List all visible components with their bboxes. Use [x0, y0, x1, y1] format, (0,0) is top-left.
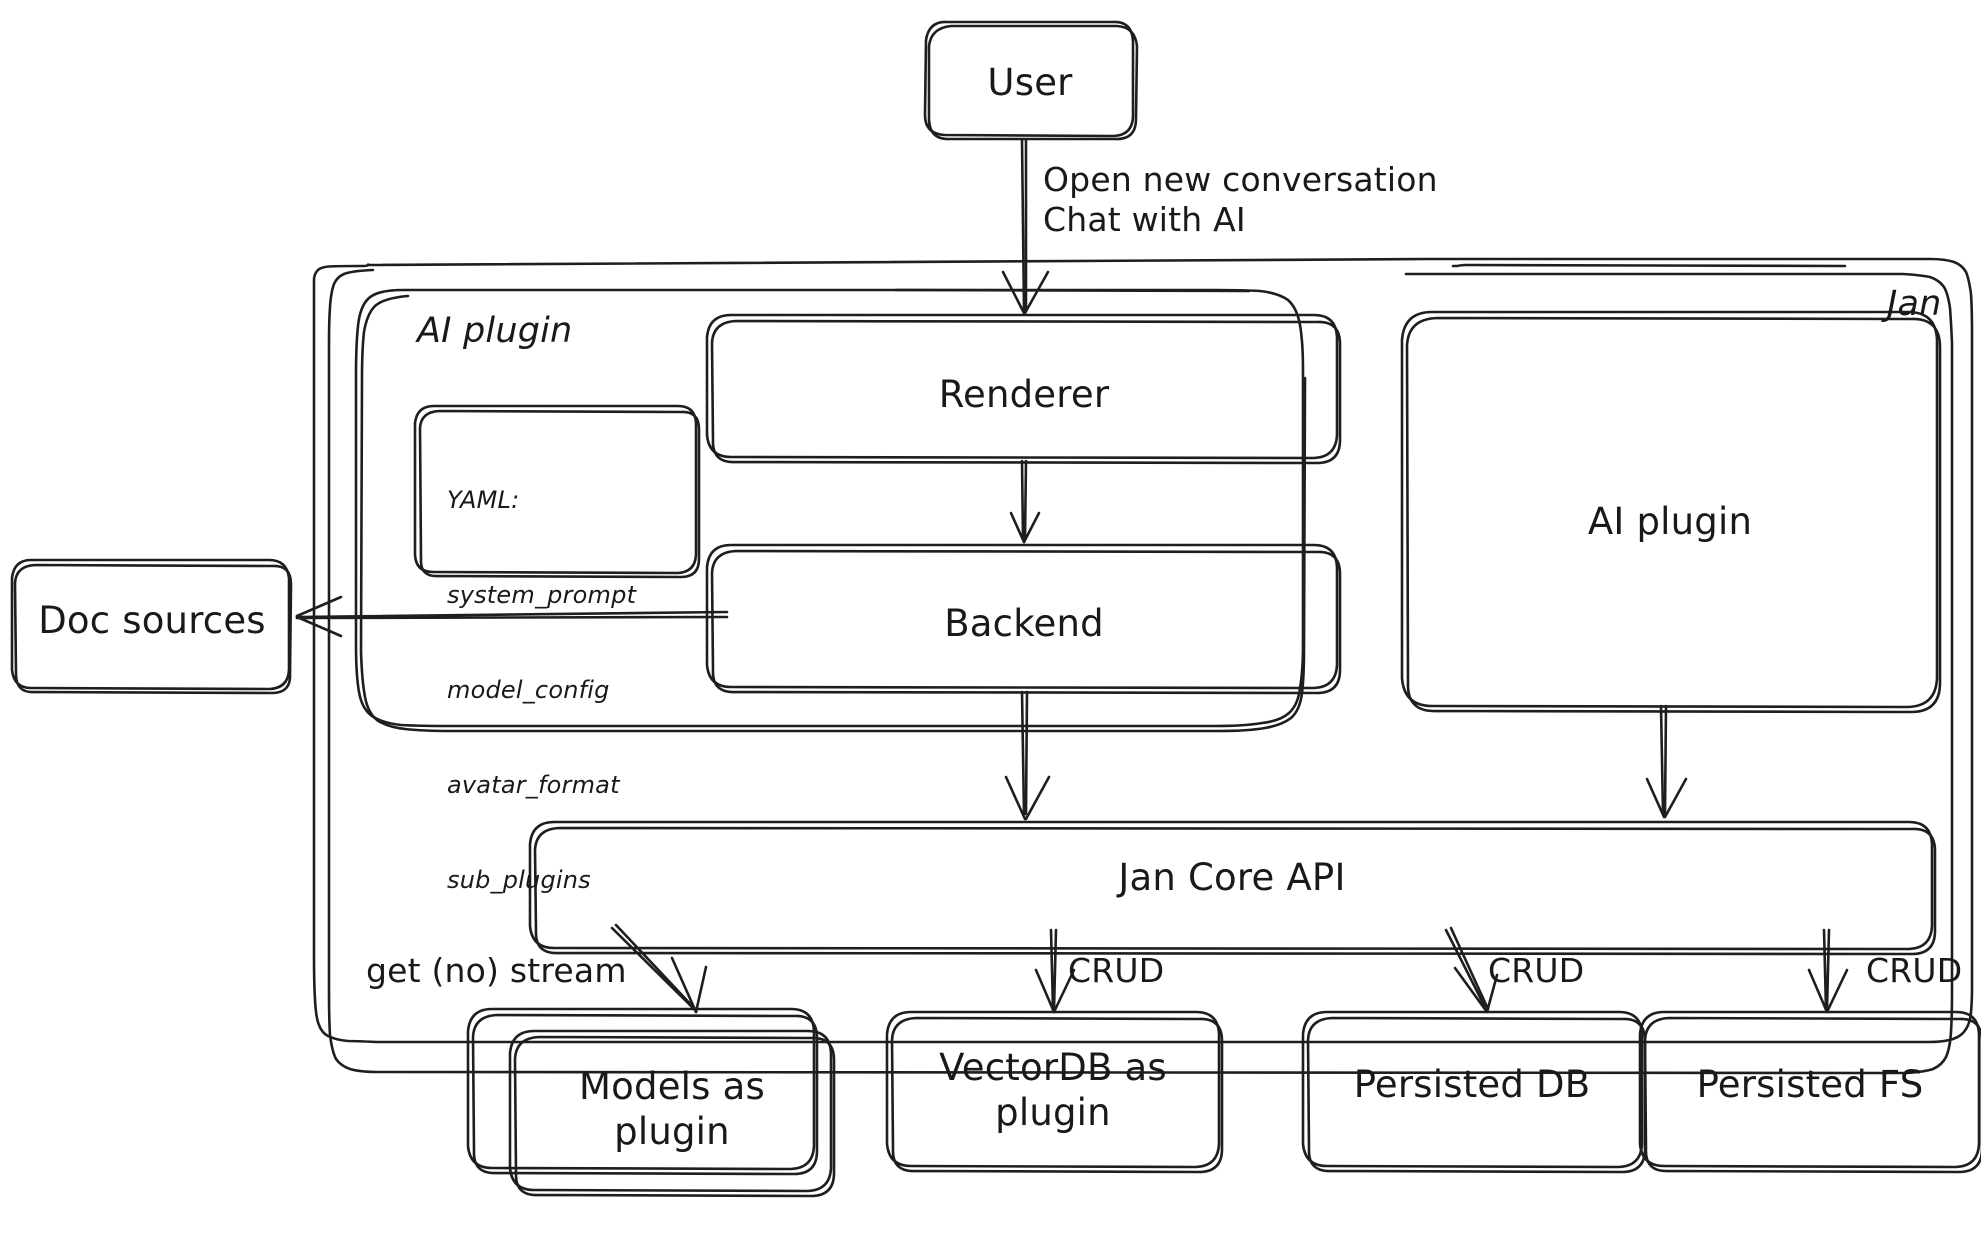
- yaml-card-text: YAML: system_prompt model_config avatar_…: [447, 422, 636, 960]
- arrow-core-to-vectordb: [1034, 928, 1076, 1014]
- yaml-line-2: model_config: [447, 676, 610, 705]
- edge-label-user-to-renderer: Open new conversation Chat with AI: [1043, 160, 1438, 240]
- yaml-line-4: sub_plugins: [447, 866, 591, 895]
- backend-label: Backend: [944, 602, 1104, 645]
- jan-container-box: [312, 257, 1974, 1075]
- yaml-line-0: YAML:: [447, 486, 520, 515]
- user-label: User: [987, 61, 1073, 104]
- backend-box[interactable]: [705, 543, 1342, 695]
- vectordb-plugin-label: VectorDB as plugin: [939, 1046, 1167, 1135]
- renderer-box[interactable]: [705, 313, 1342, 465]
- ai-plugin-group-label: AI plugin: [417, 311, 573, 351]
- doc-sources-label: Doc sources: [38, 599, 266, 642]
- edge-label-core-to-models: get (no) stream: [366, 951, 627, 990]
- persisted-db-label: Persisted DB: [1353, 1063, 1591, 1106]
- user-box[interactable]: [923, 20, 1139, 141]
- yaml-card-box: [413, 404, 701, 579]
- edge-label-core-to-persisted-db: CRUD: [1488, 951, 1585, 990]
- models-plugin-box[interactable]: [508, 1029, 836, 1198]
- models-plugin-back-box: [466, 1007, 819, 1176]
- arrow-backend-to-core: [1004, 690, 1051, 821]
- arrow-core-to-persisted-fs: [1807, 928, 1849, 1014]
- edge-label-core-to-vectordb: CRUD: [1068, 951, 1165, 990]
- doc-sources-box[interactable]: [10, 558, 293, 695]
- arrow-core-to-persisted-db: [1444, 926, 1499, 1014]
- yaml-line-1: system_prompt: [447, 581, 637, 610]
- arrow-ai-plugin-to-core: [1645, 704, 1688, 819]
- persisted-fs-label: Persisted FS: [1696, 1063, 1924, 1106]
- yaml-line-3: avatar_format: [447, 771, 620, 800]
- jan-core-api-label: Jan Core API: [1118, 856, 1346, 899]
- arrow-backend-to-doc-sources: [295, 595, 729, 638]
- vectordb-plugin-box[interactable]: [885, 1010, 1224, 1174]
- ai-plugin-right-box[interactable]: [1400, 310, 1942, 714]
- edge-label-core-to-persisted-fs: CRUD: [1866, 951, 1963, 990]
- persisted-fs-box[interactable]: [1638, 1010, 1981, 1174]
- models-plugin-label: Models as plugin: [579, 1065, 765, 1154]
- ai-plugin-right-label: AI plugin: [1587, 500, 1753, 543]
- arrow-core-to-models: [610, 923, 708, 1014]
- jan-container-label: Jan: [1887, 284, 1942, 324]
- arrow-user-to-renderer: [1001, 138, 1050, 315]
- persisted-db-box[interactable]: [1301, 1010, 1647, 1174]
- arrow-renderer-to-backend: [1009, 459, 1041, 544]
- ai-plugin-group-box: [354, 288, 1307, 733]
- renderer-label: Renderer: [938, 373, 1110, 416]
- jan-core-api-box[interactable]: [528, 820, 1937, 956]
